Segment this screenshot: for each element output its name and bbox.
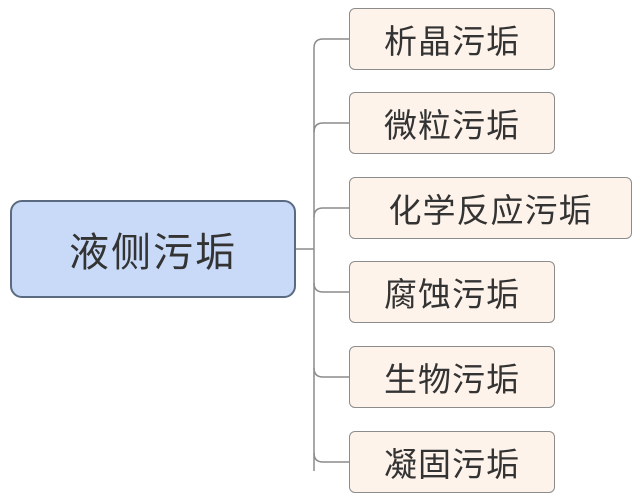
child-node-label: 微粒污垢 xyxy=(384,106,520,145)
child-node-label: 腐蚀污垢 xyxy=(384,275,520,314)
child-node-label: 凝固污垢 xyxy=(384,445,520,484)
connector-child-4 xyxy=(313,367,349,378)
child-node-label: 析晶污垢 xyxy=(384,22,520,61)
child-node-corrosion-fouling: 腐蚀污垢 xyxy=(349,261,555,323)
connector-child-0 xyxy=(313,38,349,49)
root-node: 液侧污垢 xyxy=(10,200,296,298)
connector-child-5 xyxy=(313,452,349,463)
connector-child-1 xyxy=(313,122,349,133)
child-node-solidification-fouling: 凝固污垢 xyxy=(349,431,555,493)
child-node-label: 生物污垢 xyxy=(384,360,520,399)
root-node-label: 液侧污垢 xyxy=(69,230,237,276)
connector-child-3 xyxy=(313,282,349,293)
child-node-biological-fouling: 生物污垢 xyxy=(349,346,555,408)
child-node-crystallization-fouling: 析晶污垢 xyxy=(349,8,555,70)
child-node-label: 化学反应污垢 xyxy=(388,191,593,230)
connector-child-2 xyxy=(313,207,349,218)
child-node-particulate-fouling: 微粒污垢 xyxy=(349,92,555,154)
child-node-chemical-reaction-fouling: 化学反应污垢 xyxy=(349,177,632,239)
